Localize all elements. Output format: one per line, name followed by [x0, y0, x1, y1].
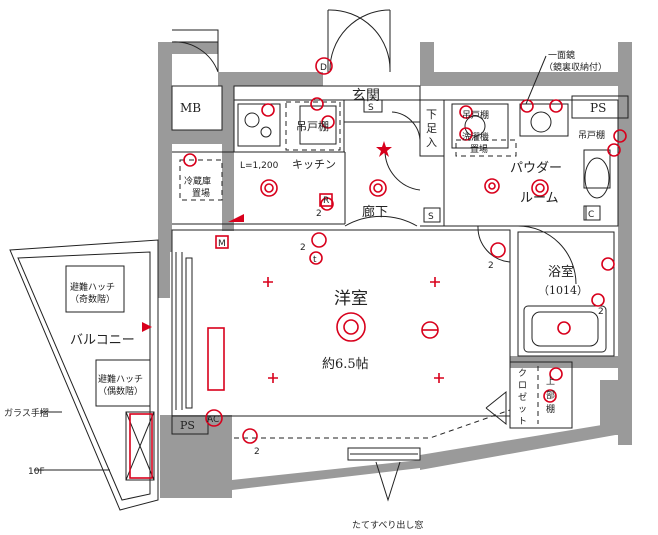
hatch-box: [129, 413, 153, 479]
switch-s: S: [368, 103, 374, 113]
count-2: 2: [598, 307, 604, 317]
count-2: 2: [488, 261, 494, 271]
shitabako-label-2: 足: [426, 122, 437, 135]
count-marks: 2 2 2 2 2: [254, 209, 604, 457]
yokushitsu-label: 浴室: [548, 264, 574, 280]
powder-label-1: パウダー: [510, 161, 562, 176]
triangle-mark: [142, 322, 152, 332]
sensor-r: R: [323, 196, 329, 206]
closet-char: ト: [518, 417, 527, 427]
jobudana-char: 上: [546, 376, 555, 387]
tsuritodana-right: 吊戸棚: [578, 129, 605, 141]
washer-label-2: 置場: [470, 143, 488, 155]
triangle-mark: [228, 214, 244, 222]
hatch-odd-2: （奇数階）: [70, 293, 115, 305]
room-outlines: [171, 85, 629, 461]
floor-10f-label: 10F: [28, 467, 45, 477]
doors: [171, 9, 577, 502]
star-mark: [376, 141, 392, 157]
tsuritodana-kitchen: 吊戸棚: [296, 119, 329, 133]
jobudana-char: 棚: [546, 403, 555, 415]
count-2: 2: [254, 447, 260, 457]
genkan-label: 玄関: [352, 87, 380, 104]
closet-char: ク: [518, 368, 527, 379]
hatch-even-2: （偶数階）: [98, 385, 143, 397]
shitabako-label-3: 入: [426, 136, 437, 149]
sensor-box: [319, 193, 333, 207]
rouka-label: 廊下: [362, 204, 388, 220]
yokushitsu-size: （1014）: [538, 284, 588, 297]
hatch-even-1: 避難ハッチ: [98, 373, 143, 385]
closet-char: ッ: [518, 405, 527, 415]
tsuritodana-washer: 吊戸棚: [462, 109, 489, 121]
walls: [158, 42, 632, 498]
fridge-label-2: 置場: [192, 187, 210, 199]
yoshitsu-label: 洋室: [334, 289, 368, 309]
electric-symbols: D t AC: [129, 57, 627, 479]
powder-label-2: ルーム: [520, 191, 559, 206]
fridge-label-1: 冷蔵庫: [184, 175, 211, 187]
mb-label: MB: [180, 101, 201, 115]
yoshitsu-size: 約6.5帖: [322, 357, 369, 372]
glass-rail-label: ガラス手摺: [4, 407, 49, 419]
meter-box: [215, 235, 229, 249]
balcony-label: バルコニー: [70, 333, 135, 348]
ichimenkyo-sub: （鏡裏収納付）: [544, 61, 607, 73]
window-note: たてすべり出し窓: [352, 519, 423, 531]
kitchen-length: L=1,200: [240, 161, 279, 171]
meter-m: M: [218, 239, 226, 249]
ps-top-label: PS: [590, 101, 606, 115]
room-labels: MB 玄関 下 足 入 吊戸棚 キッチン L=1,200 冷蔵庫 置場 廊下 P…: [4, 49, 607, 531]
switch-s2: S: [428, 212, 434, 222]
ps-bottom-label: PS: [180, 419, 195, 432]
count-2: 2: [316, 209, 322, 219]
panel-box: [207, 327, 225, 391]
door-symbol: D: [320, 63, 327, 73]
cabinet-c: C: [588, 210, 594, 220]
kitchen-label: キッチン: [292, 158, 336, 171]
jobudana-char: 部: [546, 389, 555, 401]
plus-marks: [263, 277, 444, 383]
count-2: 2: [300, 243, 306, 253]
ac-symbol: AC: [207, 415, 219, 425]
closet-char: ゼ: [518, 391, 527, 403]
outlet-t: t: [313, 255, 317, 265]
hatch-odd-1: 避難ハッチ: [70, 281, 115, 293]
closet-char: ロ: [518, 381, 527, 391]
shitabako-label-1: 下: [426, 108, 437, 121]
washer-label-1: 洗濯機: [462, 131, 489, 143]
ichimenkyo-label: 一面鏡: [548, 49, 575, 61]
vertical-labels: ク ロ ゼ ッ ト 上 部 棚: [518, 368, 555, 427]
symbol-letters: S S R M C: [218, 99, 601, 249]
